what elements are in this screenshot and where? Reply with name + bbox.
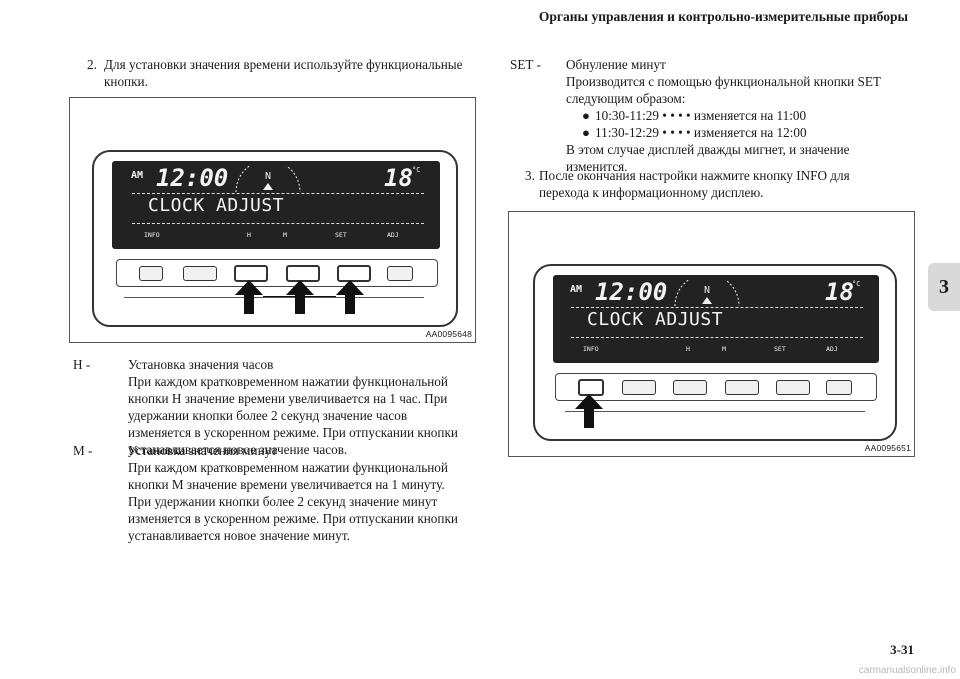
figure-1-code: AA0095648 xyxy=(425,329,472,339)
running-header: Органы управления и контрольно-измерител… xyxy=(538,9,908,24)
panel-base-line xyxy=(565,411,865,412)
lcd-label-h: H xyxy=(247,231,251,239)
definition-set-term: SET - xyxy=(510,57,541,72)
lcd-label-m: M xyxy=(283,231,287,239)
arrow-baseline xyxy=(263,296,336,297)
lcd-time: 12:00 xyxy=(595,278,668,306)
definition-m-line: изменяется в ускоренном режиме. При отпу… xyxy=(128,511,458,526)
definition-h-line: Установка значения часов xyxy=(128,357,274,372)
definition-h-line: устанавливается новое значение часов. xyxy=(128,442,348,457)
lcd-label-info: INFO xyxy=(583,345,599,353)
lcd-message: CLOCK ADJUST xyxy=(587,309,724,330)
function-button-h[interactable] xyxy=(673,380,707,395)
definition-m: M - Установка значения минут При каждом … xyxy=(73,442,483,546)
function-button-2[interactable] xyxy=(622,380,656,395)
lcd-temp: 18 xyxy=(384,164,413,192)
watermark: carmanualsonline.info xyxy=(858,665,956,676)
step-2-number: 2. xyxy=(87,57,97,72)
arrow-up-icon xyxy=(286,280,314,314)
bullet-text: 11:30-12:29 • • • • изменяется на 12:00 xyxy=(595,125,807,140)
lcd-am: AM xyxy=(131,170,144,181)
step-3-number: 3. xyxy=(525,168,535,183)
chapter-tab[interactable]: 3 xyxy=(928,263,960,311)
lcd-time: 12:00 xyxy=(156,164,229,192)
definition-m-line: устанавливается новое значение минут. xyxy=(128,528,350,543)
step-3-line-2: перехода к информационному дисплею. xyxy=(539,185,764,200)
lcd-divider xyxy=(571,337,863,338)
lcd-label-info: INFO xyxy=(144,231,160,239)
definition-h-line: кнопки H значение времени увеличивается … xyxy=(128,391,448,406)
bullet-item: ● 10:30-11:29 • • • • изменяется на 11:00 xyxy=(566,107,881,124)
bullet-text: 10:30-11:29 • • • • изменяется на 11:00 xyxy=(595,108,807,123)
function-button-info[interactable] xyxy=(139,266,163,281)
arrow-up-icon xyxy=(235,280,263,314)
figure-1: AM 12:00 N 18 °C CLOCK ADJUST INFO H M S… xyxy=(69,97,476,343)
step-3: 3. После окончания настройки нажмите кно… xyxy=(525,167,905,201)
bullet-item: ● 11:30-12:29 • • • • изменяется на 12:00 xyxy=(566,124,881,141)
lcd-message: CLOCK ADJUST xyxy=(148,195,285,216)
function-button-2[interactable] xyxy=(183,266,217,281)
display-panel: AM 12:00 N 18 °C CLOCK ADJUST INFO H M S… xyxy=(92,150,458,327)
definition-m-line: При удержании кнопки более 2 секунд знач… xyxy=(128,494,438,509)
lcd-am: AM xyxy=(570,284,583,295)
function-button-m[interactable] xyxy=(725,380,759,395)
definition-m-line: Установка значения минут xyxy=(128,443,277,458)
page-number: 3-31 xyxy=(890,642,914,657)
lcd-label-adj: ADJ xyxy=(826,345,838,353)
definition-h-term: H - xyxy=(73,357,91,372)
function-button-adj[interactable] xyxy=(826,380,852,395)
lcd-label-h: H xyxy=(686,345,690,353)
function-button-m[interactable] xyxy=(286,265,320,282)
lcd-divider xyxy=(132,223,424,224)
arrow-up-icon xyxy=(336,280,364,314)
step-3-line-1: После окончания настройки нажмите кнопку… xyxy=(539,168,850,183)
figure-2: AM 12:00 N 18 °C CLOCK ADJUST INFO H M S… xyxy=(508,211,915,457)
function-button-info[interactable] xyxy=(578,379,604,396)
arrow-up-icon xyxy=(575,394,603,428)
lcd-divider xyxy=(571,307,863,308)
lcd-divider xyxy=(132,193,424,194)
lcd-temp: 18 xyxy=(825,278,854,306)
definition-m-term: M - xyxy=(73,443,93,458)
compass-icon: N xyxy=(235,166,301,193)
bullet-icon: ● xyxy=(582,108,590,123)
figure-2-code: AA0095651 xyxy=(864,443,911,453)
button-strip xyxy=(555,373,877,401)
definition-set-line: Обнуление минут xyxy=(566,57,666,72)
definition-h-line: При каждом кратковременном нажатии функц… xyxy=(128,374,448,389)
lcd-label-set: SET xyxy=(335,231,347,239)
lcd-temp-unit: °C xyxy=(412,166,421,174)
definition-set-line: изменится. xyxy=(566,159,628,174)
button-strip xyxy=(116,259,438,287)
definition-m-line: При каждом кратковременном нажатии функц… xyxy=(128,460,448,475)
lcd-screen: AM 12:00 N 18 °C CLOCK ADJUST INFO H M S… xyxy=(112,161,440,249)
definition-h-line: удержании кнопки более 2 секунд значение… xyxy=(128,408,408,423)
definition-set-line: следующим образом: xyxy=(566,91,686,106)
lcd-label-set: SET xyxy=(774,345,786,353)
compass-icon: N xyxy=(674,280,740,307)
step-2-line-2: кнопки. xyxy=(104,74,148,89)
definition-h: H - Установка значения часов При каждом … xyxy=(73,356,483,458)
definition-set: SET - Обнуление минут Производится с пом… xyxy=(510,56,910,174)
step-2: 2. Для установки значения времени исполь… xyxy=(87,56,487,90)
function-button-h[interactable] xyxy=(234,265,268,282)
definition-set-line: В этом случае дисплей дважды мигнет, и з… xyxy=(566,142,850,157)
lcd-temp-unit: °C xyxy=(852,280,861,288)
lcd-label-m: M xyxy=(722,345,726,353)
step-2-line-1: Для установки значения времени используй… xyxy=(104,57,463,72)
definition-m-line: кнопки M значение времени увеличивается … xyxy=(128,477,445,492)
bullet-icon: ● xyxy=(582,125,590,140)
definition-set-line: Производится с помощью функциональной кн… xyxy=(566,74,881,89)
definition-h-line: изменяется в ускоренном режиме. При отпу… xyxy=(128,425,458,440)
panel-base-line xyxy=(124,297,424,298)
lcd-screen: AM 12:00 N 18 °C CLOCK ADJUST INFO H M S… xyxy=(553,275,879,363)
function-button-adj[interactable] xyxy=(387,266,413,281)
compass-n: N xyxy=(265,171,271,182)
lcd-label-adj: ADJ xyxy=(387,231,399,239)
function-button-set[interactable] xyxy=(776,380,810,395)
function-button-set[interactable] xyxy=(337,265,371,282)
compass-n: N xyxy=(704,285,710,296)
